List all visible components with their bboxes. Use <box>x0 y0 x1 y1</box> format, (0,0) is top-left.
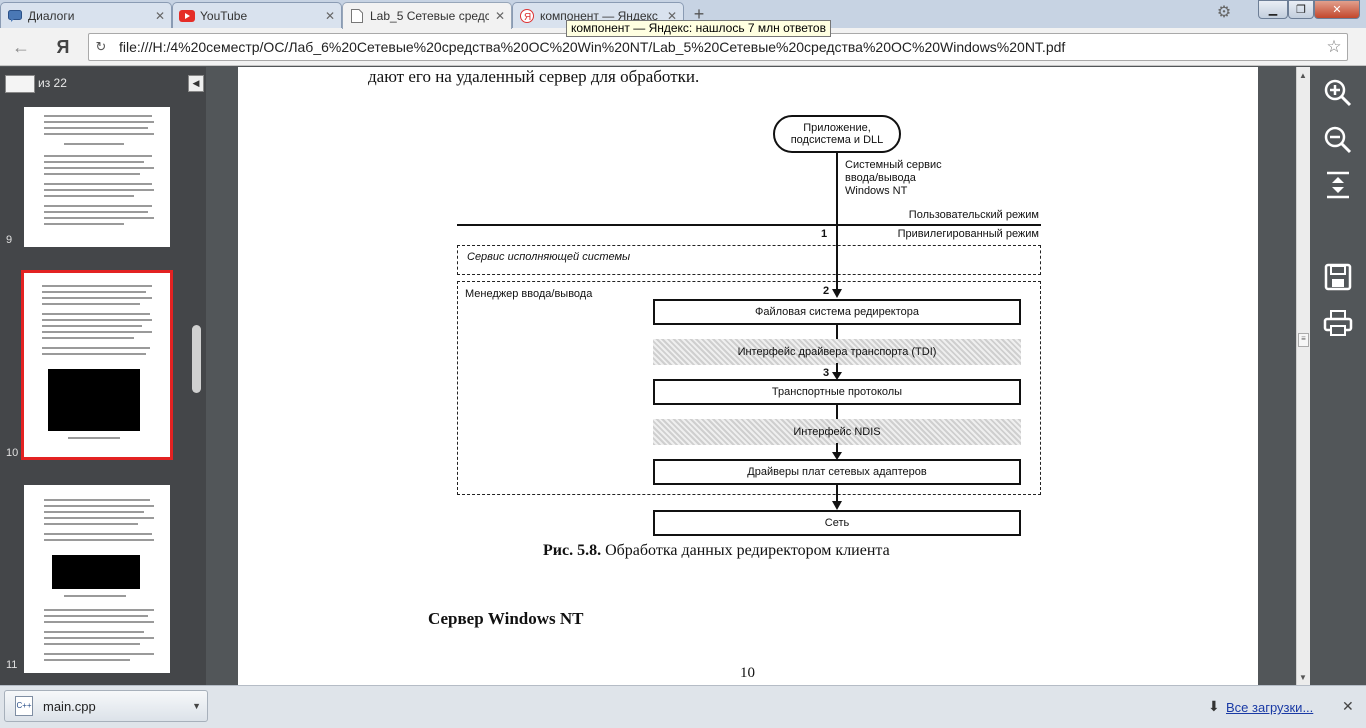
zoom-out-icon[interactable] <box>1322 124 1354 156</box>
flow-line <box>836 153 838 285</box>
io-manager-label: Менеджер ввода/вывода <box>465 288 593 300</box>
reload-icon[interactable]: ↻ <box>95 39 107 54</box>
bookmark-star-icon[interactable]: ☆ <box>1326 37 1342 56</box>
scroll-up-icon[interactable]: ▲ <box>1299 71 1307 80</box>
yandex-icon: Я <box>519 8 535 24</box>
close-tab-icon[interactable]: ✕ <box>666 8 677 23</box>
maximize-button[interactable]: ❐ <box>1288 0 1314 19</box>
show-all-downloads-link[interactable]: Все загрузки... <box>1226 700 1314 715</box>
download-bar: C++ main.cpp ▼ ⬇ Все загрузки... ✕ <box>0 685 1366 728</box>
thumbnail-page-number: 9 <box>6 234 13 246</box>
thumbnail-page-number: 10 <box>6 447 19 459</box>
tab-dialogs[interactable]: Диалоги ✕ <box>0 2 172 28</box>
arrow-down-icon <box>832 363 842 380</box>
back-arrow-icon[interactable]: ← <box>12 37 30 57</box>
youtube-icon <box>179 8 195 24</box>
executive-services-label: Сервис исполняющей системы <box>467 251 631 263</box>
tab-tooltip: компонент — Яндекс: нашлось 7 млн ответо… <box>566 20 831 37</box>
thumbnail-sidebar: из 22 ◀ 9 10 <box>0 67 206 685</box>
download-item[interactable]: C++ main.cpp ▼ <box>4 690 208 722</box>
page-count-label: из 22 <box>38 76 67 90</box>
arrow-down-icon <box>832 485 842 510</box>
print-icon[interactable] <box>1322 307 1354 339</box>
body-text-line: дают его на удаленный сервер для обработ… <box>368 67 700 86</box>
figure-diagram: Приложение, подсистема и DLL Системный с… <box>433 105 1063 545</box>
yandex-home-button[interactable]: Я <box>56 37 70 57</box>
section-heading: Сервер Windows NT <box>428 609 584 628</box>
close-icon[interactable]: ✕ <box>1342 698 1354 714</box>
flow-line <box>836 325 838 339</box>
marker-2: 2 <box>823 285 830 297</box>
cpp-file-icon: C++ <box>15 696 33 716</box>
minimize-button[interactable]: ▁ <box>1258 0 1288 19</box>
save-icon[interactable] <box>1322 261 1354 293</box>
close-tab-icon[interactable]: ✕ <box>324 8 335 23</box>
io-service-label: Системный сервис ввода/вывода Windows NT <box>845 159 942 197</box>
transport-protocols-box: Транспортные протоколы <box>653 379 1021 405</box>
app-subsystem-box: Приложение, подсистема и DLL <box>773 115 901 153</box>
tab-lab5-pdf[interactable]: Lab_5 Сетевые средст ✕ <box>342 2 512 29</box>
marker-3: 3 <box>823 367 830 379</box>
ndis-interface-box: Интерфейс NDIS <box>653 419 1021 445</box>
thumbnail-page-selected[interactable] <box>21 270 173 460</box>
caption-label: Рис. 5.8. <box>543 542 602 559</box>
viewer-tools <box>1310 67 1366 685</box>
tab-youtube[interactable]: YouTube ✕ <box>172 2 342 28</box>
thumbnail-page[interactable] <box>24 485 170 673</box>
download-icon: ⬇ <box>1208 698 1220 714</box>
marker-1: 1 <box>821 228 828 240</box>
pdf-page: дают его на удаленный сервер для обработ… <box>238 67 1258 685</box>
network-box: Сеть <box>653 510 1021 536</box>
tab-label: Lab_5 Сетевые средст <box>370 9 489 23</box>
mode-boundary-line <box>457 224 1041 226</box>
browser-toolbar: ← Я ↻ file:///H:/4%20семестр/ОС/Лаб_6%20… <box>0 28 1366 66</box>
settings-gear-icon[interactable]: ⚙ <box>1216 4 1232 21</box>
redirector-fs-box: Файловая система редиректора <box>653 299 1021 325</box>
user-mode-label: Пользовательский режим <box>908 209 1039 221</box>
chat-icon <box>7 8 23 24</box>
document-icon <box>349 8 365 24</box>
thumbnail-figure <box>52 555 140 589</box>
flow-line <box>836 405 838 419</box>
close-tab-icon[interactable]: ✕ <box>154 8 165 23</box>
executive-services-area <box>457 245 1041 275</box>
figure-caption: Рис. 5.8. Обработка данных редиректором … <box>543 542 890 560</box>
scrollbar-thumb[interactable]: ≡ <box>1298 333 1309 347</box>
close-tab-icon[interactable]: ✕ <box>494 9 505 23</box>
arrow-down-icon <box>832 277 842 298</box>
chevron-down-icon[interactable]: ▼ <box>192 701 201 711</box>
tab-strip: Диалоги ✕ YouTube ✕ Lab_5 Сетевые средст… <box>0 0 1366 29</box>
svg-text:Я: Я <box>524 12 531 23</box>
address-bar[interactable]: ↻ file:///H:/4%20семестр/ОС/Лаб_6%20Сете… <box>88 33 1348 61</box>
io-manager-area <box>457 281 1041 495</box>
page-number: 10 <box>740 665 755 681</box>
adapter-drivers-box: Драйверы плат сетевых адаптеров <box>653 459 1021 485</box>
download-filename: main.cpp <box>43 698 96 714</box>
arrow-down-icon <box>832 443 842 460</box>
thumbnail-page-number: 11 <box>6 659 18 671</box>
pdf-viewer: дают его на удаленный сервер для обработ… <box>206 67 1310 685</box>
scroll-down-icon[interactable]: ▼ <box>1299 673 1307 682</box>
fit-page-icon[interactable] <box>1322 169 1354 201</box>
document-scrollbar[interactable]: ▲ ≡ ▼ <box>1296 67 1310 685</box>
tab-label: компонент — Яндекс <box>540 8 658 23</box>
thumbnail-figure <box>48 369 140 431</box>
kernel-mode-label: Привилегированный режим <box>897 228 1039 240</box>
tdi-interface-box: Интерфейс драйвера транспорта (TDI) <box>653 339 1021 365</box>
caption-text: Обработка данных редиректором клиента <box>605 542 890 559</box>
sidebar-scrollbar[interactable] <box>192 325 201 393</box>
collapse-sidebar-button[interactable]: ◀ <box>188 75 204 92</box>
url-text[interactable]: file:///H:/4%20семестр/ОС/Лаб_6%20Сетевы… <box>119 39 1066 55</box>
tab-label: YouTube <box>200 8 248 23</box>
tab-label: Диалоги <box>28 8 75 23</box>
new-tab-button[interactable]: + <box>693 4 705 24</box>
page-number-input[interactable] <box>5 75 35 93</box>
close-window-button[interactable]: ✕ <box>1314 0 1360 19</box>
thumbnail-page[interactable] <box>24 107 170 247</box>
zoom-in-icon[interactable] <box>1322 77 1354 109</box>
